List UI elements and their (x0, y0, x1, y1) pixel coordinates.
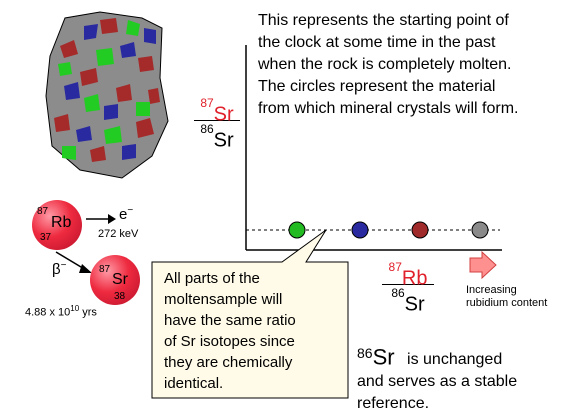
rb-mass-number: 87 (37, 206, 49, 217)
rock-crystal-red (80, 68, 98, 86)
electron-label: e− (119, 205, 134, 223)
y-axis-label: 87Sr 86Sr (194, 96, 240, 152)
y-axis-numerator: 87Sr (200, 96, 234, 126)
rb-atomic-number: 37 (40, 232, 52, 243)
intro-line: from which mineral crystals will form. (258, 100, 519, 117)
rb-symbol: Rb (51, 214, 72, 231)
plot-circle-red (411, 221, 429, 239)
rock-crystal-blue (76, 126, 92, 142)
rock-crystal-green (62, 146, 76, 160)
rock-crystal-green (84, 94, 100, 112)
callout-box (151, 229, 349, 399)
rock-crystal-red (90, 146, 106, 162)
electron-arrow-head-icon (108, 214, 116, 224)
rock-crystal-blue (144, 28, 156, 44)
sr-symbol: Sr (112, 271, 128, 288)
rock-crystal-blue (84, 24, 98, 40)
intro-paragraph: This represents the starting point of th… (258, 10, 518, 120)
rock-crystal-green (96, 48, 114, 66)
increasing-arrow-icon (469, 250, 497, 280)
rock-crystal-red (60, 40, 78, 58)
rock-crystal-red (54, 114, 70, 132)
rock-crystal-red (138, 56, 154, 72)
rock-crystal-red (148, 88, 160, 104)
rock-crystal-blue (64, 82, 80, 100)
plot-circle-green (288, 221, 306, 239)
rb-atom: 87 Rb 37 (32, 200, 82, 250)
plot-circle-blue (351, 221, 369, 239)
decay-arrow-head-icon (79, 264, 92, 273)
y-axis-denominator: 86Sr (194, 120, 240, 152)
intro-line: when the rock is completely molten. (258, 56, 512, 73)
sr-unchanged-note: 86Sr is unchanged and serves as a stable… (357, 344, 518, 413)
rock-crystal-green (58, 62, 72, 76)
rock-crystal-red (136, 118, 154, 138)
sr-mass-number: 87 (99, 264, 111, 275)
sr-atomic-number: 38 (114, 291, 126, 302)
half-life: 4.88 x 1010 yrs (25, 304, 97, 319)
plot-circle-gray (471, 221, 489, 239)
rock-crystal-green (126, 20, 140, 36)
x-axis-label: 87Rb 86Sr (382, 260, 434, 316)
rock-crystal-blue (104, 104, 118, 120)
intro-line: the clock at some time in the past (258, 34, 496, 51)
molten-rock-illustration (45, 11, 169, 179)
increasing-rubidium-label: Increasing rubidium content (466, 284, 548, 309)
intro-line: The circles represent the material (258, 78, 496, 95)
sr-unchanged-symbol: Sr (372, 344, 395, 370)
rock-crystal-green (136, 102, 150, 116)
intro-line: This represents the starting point of (258, 12, 509, 29)
decay-energy: 272 keV (98, 228, 139, 240)
rock-crystal-green (104, 126, 122, 144)
isochron-plot (55, 45, 502, 399)
rock-crystal-blue (120, 42, 136, 58)
x-axis-denominator: 86Sr (382, 284, 434, 316)
beta-label: β− (52, 260, 67, 278)
rock-crystal-blue (122, 144, 136, 160)
sr-atom: 87 Sr 38 (90, 255, 140, 305)
rock-crystal-red (116, 84, 132, 102)
x-axis-numerator: 87Rb (388, 260, 428, 290)
callout-text: All parts of the moltensample will have … (164, 270, 296, 392)
rock-crystal-red (100, 18, 118, 34)
